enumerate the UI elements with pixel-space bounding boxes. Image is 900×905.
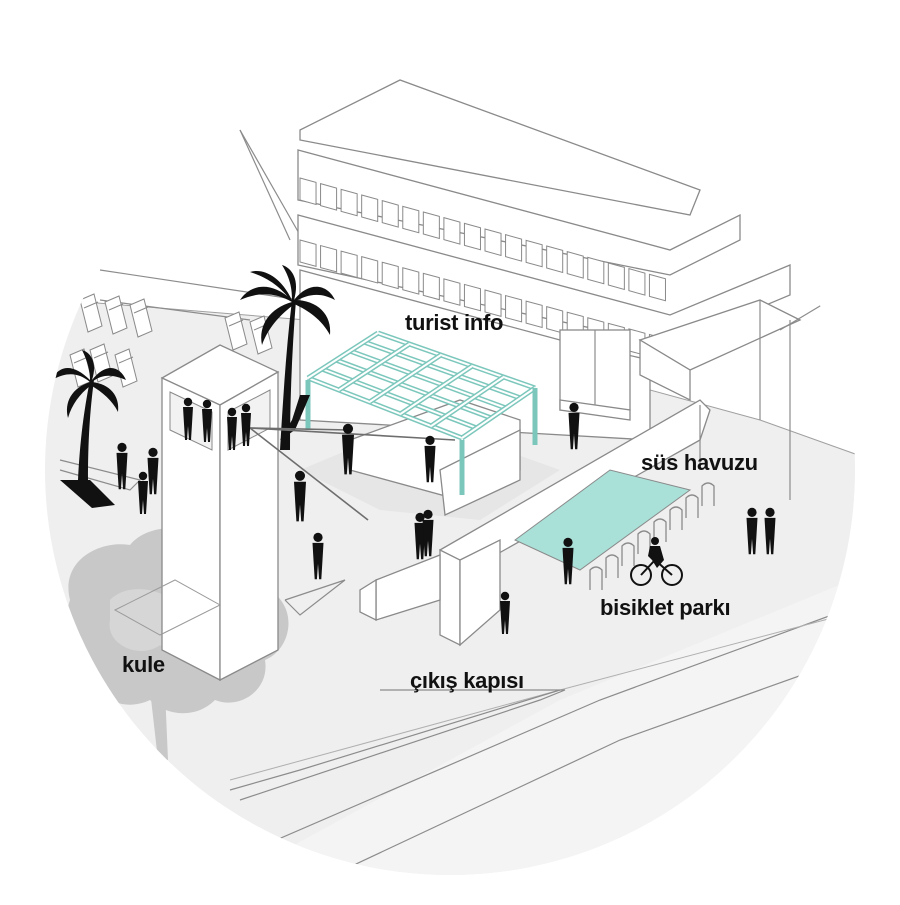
road-lines — [229, 589, 855, 875]
gate-walls — [284, 554, 441, 622]
cyclist — [630, 537, 683, 586]
label-sus-havuzu: süs havuzu — [641, 450, 758, 475]
label-cikis-kapisi: çıkış kapısı — [410, 668, 524, 693]
people-silhouettes — [116, 397, 776, 634]
view-lines — [239, 129, 456, 521]
label-turist-info: turist info — [405, 310, 504, 335]
label-bisiklet-parki: bisiklet parkı — [600, 595, 731, 620]
bike-racks — [589, 482, 715, 590]
label-kule: kule — [122, 652, 165, 677]
ornamental-pool — [439, 399, 711, 647]
